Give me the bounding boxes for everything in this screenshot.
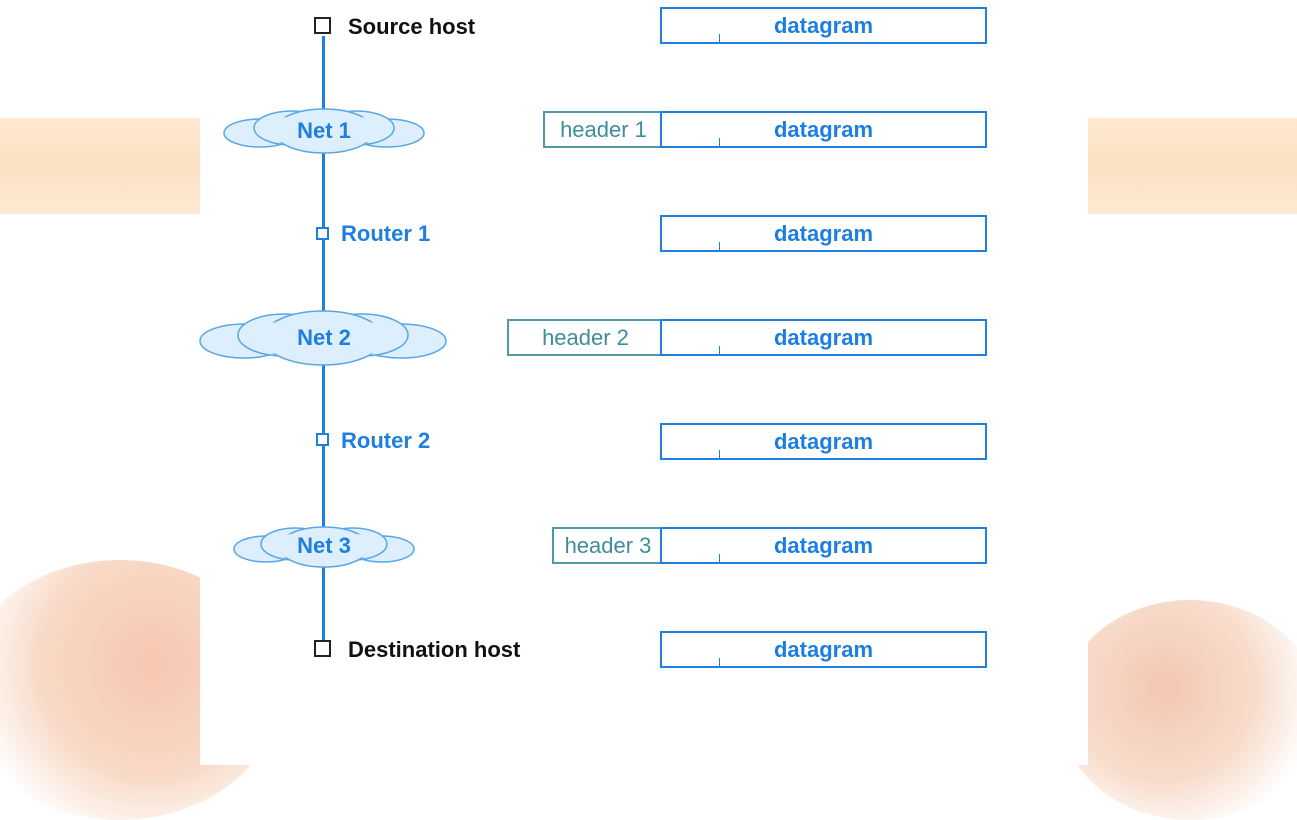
router1-icon [316,227,329,240]
datagram-label: datagram [773,221,874,246]
packet-header: header 3 [552,527,662,564]
header-label: header 3 [564,533,652,558]
packet-datagram: datagram [660,527,987,564]
net1-label: Net 1 [297,118,351,143]
router2-label: Router 2 [341,428,431,453]
packet-header: header 2 [507,319,662,356]
source-host-icon [314,17,331,34]
header-label: header 1 [560,117,647,142]
net2-label: Net 2 [297,325,351,350]
router1-label: Router 1 [341,221,431,246]
packet-datagram: datagram [660,423,987,460]
datagram-label: datagram [773,117,874,142]
datagram-tick [719,658,720,666]
packet-header: header 1 [543,111,662,148]
net2-cloud-icon [199,310,447,366]
datagram-tick [719,554,720,562]
background-decoration-right [1060,600,1297,820]
destination-host-label: Destination host [348,637,521,662]
datagram-label: datagram [773,429,874,454]
net3-label: Net 3 [297,533,351,558]
datagram-label: datagram [773,13,874,38]
header-label: header 2 [542,325,629,350]
net1-cloud-icon [223,108,425,154]
packet-datagram: datagram [660,7,987,44]
packet-datagram: datagram [660,319,987,356]
datagram-label: datagram [773,325,874,350]
router2-icon [316,433,329,446]
source-host-label: Source host [348,14,476,39]
datagram-tick [719,242,720,250]
packet-datagram: datagram [660,215,987,252]
datagram-tick [719,34,720,42]
destination-host-icon [314,640,331,657]
packet-datagram: datagram [660,631,987,668]
datagram-tick [719,346,720,354]
datagram-label: datagram [773,533,874,558]
packet-datagram: datagram [660,111,987,148]
datagram-tick [719,450,720,458]
net3-cloud-icon [233,526,415,568]
datagram-label: datagram [773,637,874,662]
datagram-tick [719,138,720,146]
